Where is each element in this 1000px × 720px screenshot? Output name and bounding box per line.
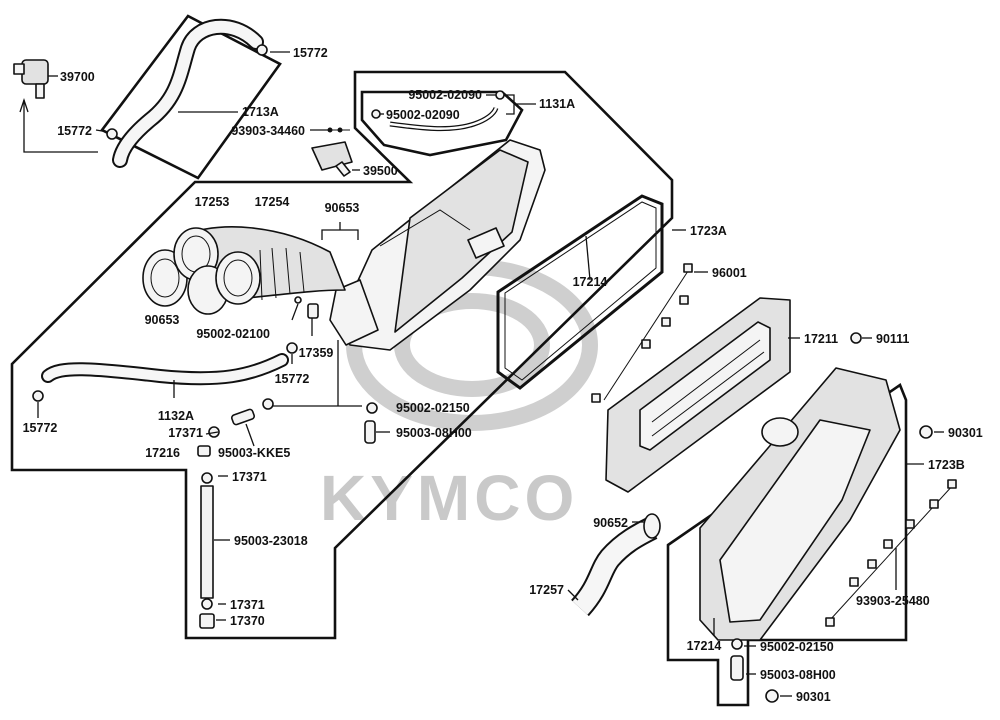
label-90652: 90652: [593, 516, 628, 530]
label-95002-02150-a: 95002-02150: [396, 401, 470, 415]
label-1713A: 1713A: [242, 105, 279, 119]
label-95003-23018: 95003-23018: [234, 534, 308, 548]
cover-1723B-box: [666, 383, 908, 707]
label-17214-a: 17214: [573, 275, 608, 289]
label-17371-c: 17371: [230, 598, 265, 612]
drain-tube-95003-23018: [199, 472, 215, 629]
air-cleaner-cover-1723B: [699, 367, 933, 641]
label-90653-top: 90653: [325, 201, 360, 215]
air-filter-element-17211: [605, 297, 862, 493]
label-95003-KKE5: 95003-KKE5: [218, 446, 290, 460]
gasket-17214: [496, 194, 664, 390]
label-90653-left: 90653: [145, 313, 180, 327]
screws-96001: [591, 263, 693, 403]
label-39700: 39700: [60, 70, 95, 84]
label-17211: 17211: [804, 332, 838, 346]
label-95003-08H00-b: 95003-08H00: [760, 668, 836, 682]
main-assembly-box: [10, 70, 674, 640]
label-96001: 96001: [712, 266, 747, 280]
label-95002-02150-b: 95002-02150: [760, 640, 834, 654]
hose-1131A: [371, 90, 505, 132]
label-1723A: 1723A: [690, 224, 727, 238]
leader-lines: [37, 51, 944, 697]
label-95002-02090-a: 95002-02090: [408, 88, 482, 102]
label-90301-b: 90301: [796, 690, 831, 704]
label-90111: 90111: [876, 332, 909, 346]
label-93903-25480: 93903-25480: [856, 594, 930, 608]
label-17254: 17254: [255, 195, 290, 209]
label-1132A: 1132A: [158, 409, 194, 423]
label-90301-a: 90301: [948, 426, 983, 440]
label-93903-34460: 93903-34460: [231, 124, 305, 138]
hose-1713A: [106, 18, 268, 168]
group-outlines: [10, 14, 908, 707]
label-15772-bl: 15772: [23, 421, 58, 435]
label-1723B: 1723B: [928, 458, 965, 472]
intake-duct-17253-17254: [142, 226, 346, 315]
label-17214-b: 17214: [687, 639, 722, 653]
air-cleaner-case-1723A: [329, 139, 546, 351]
label-17253: 17253: [195, 195, 230, 209]
screws-93903-25480: [825, 479, 957, 627]
label-17257: 17257: [529, 583, 564, 597]
valve-39700: [13, 59, 98, 153]
tube-17257: [570, 513, 779, 703]
hose-1131A-box: [360, 90, 524, 157]
label-15772-mid: 15772: [275, 372, 310, 386]
part-labels: 39700 15772 1713A 15772 93903-34460 3950…: [23, 46, 983, 704]
label-95003-08H00-a: 95003-08H00: [396, 426, 472, 440]
label-17371-b: 17371: [232, 470, 267, 484]
label-95002-02100: 95002-02100: [196, 327, 270, 341]
label-17370: 17370: [230, 614, 265, 628]
label-17371-a: 17371: [168, 426, 203, 440]
sensor-39500: [311, 127, 353, 177]
label-15772-top: 15772: [293, 46, 328, 60]
label-17216: 17216: [145, 446, 180, 460]
label-39500: 39500: [363, 164, 398, 178]
hose-1132A: [32, 353, 289, 402]
small-fittings: [197, 296, 378, 457]
label-15772-left: 15772: [57, 124, 92, 138]
label-17359: 17359: [299, 346, 334, 360]
label-1131A: 1131A: [539, 97, 575, 111]
label-95002-02090-b: 95002-02090: [386, 108, 460, 122]
hose-1713A-box: [100, 14, 282, 180]
